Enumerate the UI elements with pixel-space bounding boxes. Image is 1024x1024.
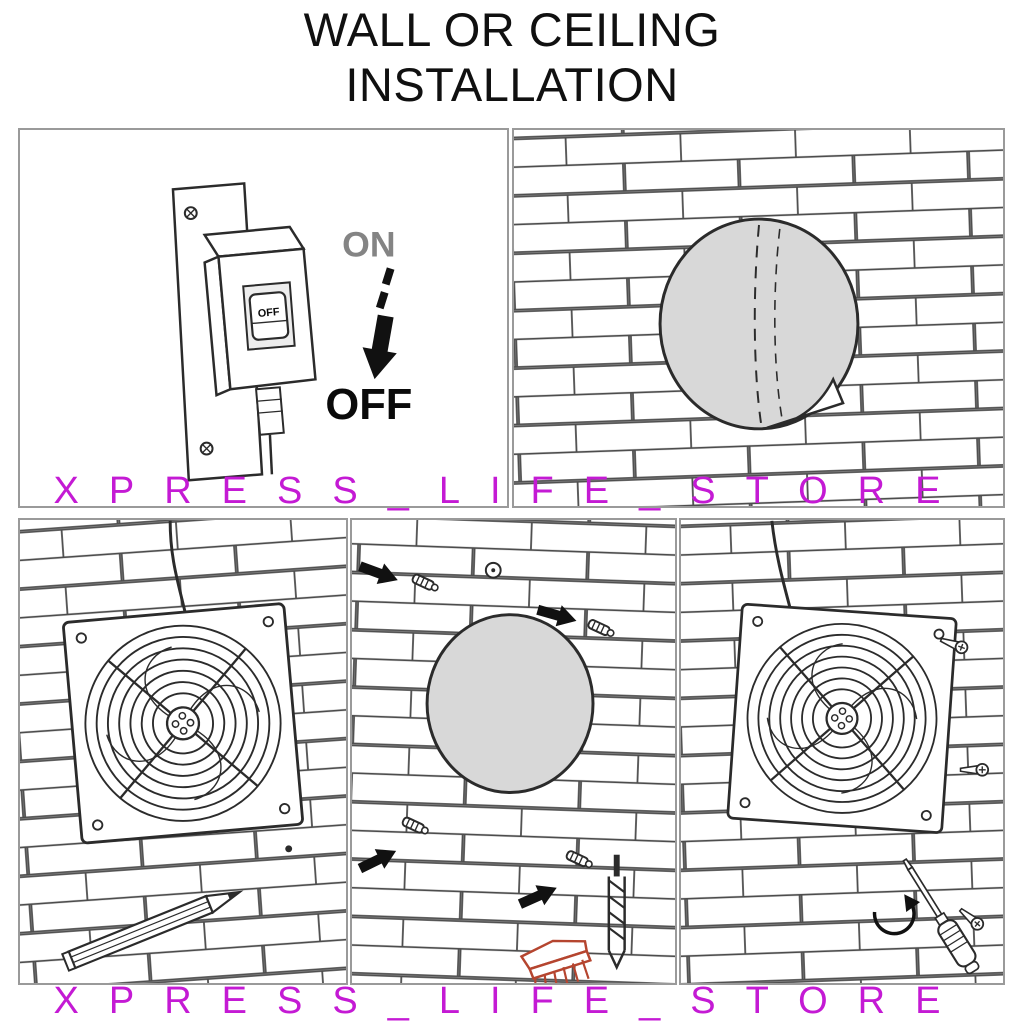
- page-title: WALL OR CEILING INSTALLATION: [0, 2, 1024, 113]
- exhaust-fan-icon: [61, 601, 305, 845]
- panel-step-insert-anchors: [350, 518, 677, 985]
- power-off-illustration: OFF ON OFF: [171, 182, 412, 482]
- panel-step-cut-hole: [512, 128, 1005, 508]
- panel-step-mark-position: [18, 518, 348, 985]
- breaker-switch-label: OFF: [257, 306, 280, 320]
- exhaust-fan-icon: [726, 602, 958, 835]
- panel-step-fix-screws: [679, 518, 1005, 985]
- drill-bit-icon: [607, 854, 626, 971]
- breaker-rocker: OFF: [248, 291, 290, 341]
- wall-hole-icon: [658, 217, 860, 431]
- rotate-arrow-icon: [872, 894, 921, 936]
- drill-hole-mark: [484, 561, 502, 579]
- page-title-line1: WALL OR CEILING: [303, 3, 721, 56]
- insert-anchors-illustration: [352, 520, 675, 983]
- wall-hole-icon: [425, 613, 595, 794]
- off-label: OFF: [325, 381, 412, 429]
- brush-icon: [519, 939, 592, 983]
- cut-hole-illustration: [514, 130, 1003, 506]
- on-label: ON: [342, 225, 395, 265]
- pencil-mark: [285, 845, 293, 853]
- screwdriver-icon: [902, 857, 980, 975]
- power-cord-icon: [770, 520, 794, 615]
- circuit-breaker-icon: OFF: [202, 225, 317, 475]
- down-arrow-icon: [357, 267, 403, 383]
- panel-step-power-off: OFF ON OFF: [18, 128, 509, 508]
- pencil-icon: [60, 890, 244, 972]
- page-title-line2: INSTALLATION: [345, 58, 679, 112]
- fix-screws-illustration: [681, 520, 1003, 983]
- power-cord-icon: [168, 520, 187, 613]
- store-watermark: XPRESS_LIFE_STORE: [53, 980, 971, 1022]
- store-watermark: XPRESS_LIFE_STORE: [53, 470, 971, 512]
- mark-position-illustration: [20, 520, 346, 983]
